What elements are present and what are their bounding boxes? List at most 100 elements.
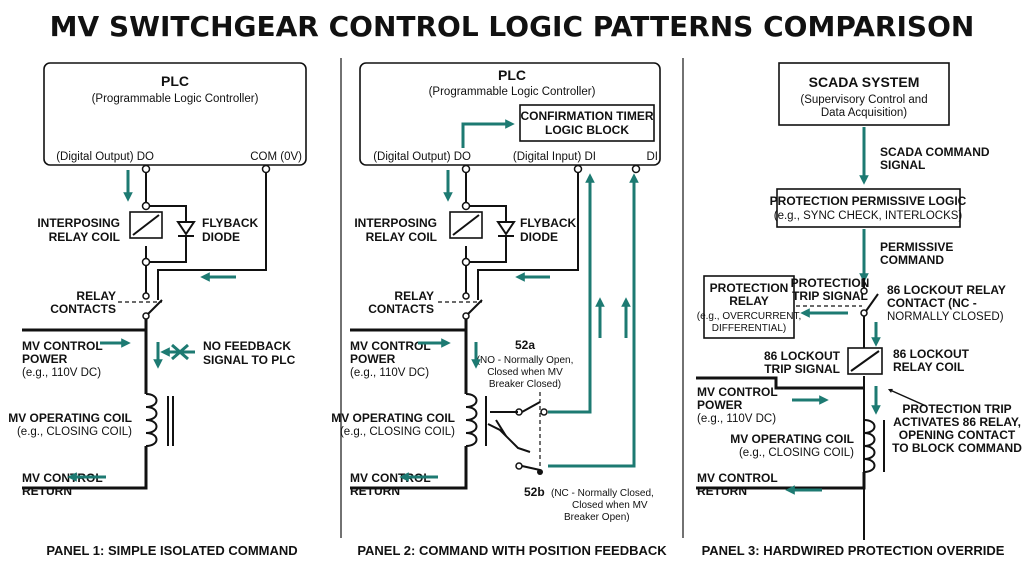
do-to-timer-arrow — [461, 119, 515, 148]
ctrl-power-note: (e.g., 110V DC) — [350, 367, 429, 379]
trip-note-4: TO BLOCK COMMAND — [892, 441, 1022, 455]
ctrl-power-label-1: MV CONTROL — [697, 385, 778, 399]
no-feedback-label-1: NO FEEDBACK — [203, 339, 291, 353]
ctrl-power-label-2: POWER — [697, 398, 743, 412]
ctrl-power-label-2: POWER — [22, 352, 68, 366]
operating-coil-symbol — [145, 393, 158, 447]
perm-cmd-label-2: COMMAND — [880, 253, 944, 267]
scada-cmd-label-1: SCADA COMMAND — [880, 145, 990, 159]
aux-linkage — [487, 423, 531, 453]
ctrl-power-label-2: POWER — [350, 352, 396, 366]
panel-1-caption: PANEL 1: SIMPLE ISOLATED COMMAND — [46, 543, 297, 558]
flyback-label-2: DIODE — [202, 230, 240, 244]
com-terminal — [261, 164, 271, 174]
timer-block — [519, 104, 655, 142]
relay-contacts-label-2: CONTACTS — [368, 302, 434, 316]
relay-contacts-label-1: RELAY — [76, 289, 116, 303]
lockout-trip-2: TRIP SIGNAL — [764, 362, 840, 376]
52a-blade — [521, 401, 541, 413]
ctrl-return-label-2: RETURN — [697, 484, 747, 498]
52a-note-2: Closed when MV — [487, 367, 563, 378]
flyback-label-1: FLYBACK — [520, 216, 577, 230]
flyback-label-1: FLYBACK — [202, 216, 259, 230]
52b-note-2: Closed when MV — [572, 500, 648, 511]
panel-3-caption: PANEL 3: HARDWIRED PROTECTION OVERRIDE — [702, 543, 1005, 558]
junction — [461, 257, 471, 267]
plc-title: PLC — [498, 67, 526, 83]
52b-blade — [521, 465, 541, 471]
52a-label: 52a — [515, 338, 535, 352]
lockout-contact-2: CONTACT (NC - — [887, 296, 977, 310]
scada-sub-1: (Supervisory Control and — [800, 94, 927, 106]
52a-terminal — [540, 408, 548, 416]
perm-cmd-label-1: PERMISSIVE — [880, 240, 953, 254]
86-coil-slash — [850, 350, 880, 372]
relay-coil-label-2: RELAY COIL — [49, 230, 120, 244]
scada-title: SCADA SYSTEM — [809, 74, 920, 90]
relay-contacts-label-1: RELAY — [394, 289, 434, 303]
op-coil-label: MV OPERATING COIL — [331, 411, 455, 425]
perm-logic-sub: (e.g., SYNC CHECK, INTERLOCKS) — [774, 210, 963, 222]
prot-relay-sub-2: DIFFERENTIAL) — [712, 323, 786, 334]
86-terminal — [860, 309, 868, 317]
ctrl-return-label-2: RETURN — [350, 484, 400, 498]
ctrl-power-note: (e.g., 110V DC) — [22, 367, 101, 379]
com-wire — [157, 165, 267, 300]
lockout-contact-1: 86 LOCKOUT RELAY — [887, 283, 1006, 297]
panel-2-caption: PANEL 2: COMMAND WITH POSITION FEEDBACK — [357, 543, 667, 558]
flyback-diode-symbol — [176, 221, 196, 236]
op-coil-label: MV OPERATING COIL — [8, 411, 132, 425]
plc-box — [43, 62, 307, 166]
operating-coil-symbol — [465, 393, 478, 447]
prot-relay-label-2: RELAY — [729, 294, 769, 308]
scada-sub-2: Data Acquisition) — [821, 107, 907, 119]
do-label: (Digital Output) DO — [56, 151, 154, 163]
52b-note-1: (NC - Normally Closed, — [551, 488, 654, 499]
relay-contact-blade — [465, 299, 483, 317]
trip-signal-label-1: PROTECTION — [791, 276, 870, 290]
relay-coil-slash — [132, 214, 160, 236]
trip-note-3: OPENING CONTACT — [899, 428, 1016, 442]
scada-cmd-label-2: SIGNAL — [880, 158, 925, 172]
no-feedback-label-2: SIGNAL TO PLC — [203, 353, 296, 367]
timer-label-2: LOGIC BLOCK — [545, 123, 629, 137]
52a-feedback-line — [548, 173, 595, 414]
junction — [141, 257, 151, 267]
ctrl-return-label-1: MV CONTROL — [22, 471, 103, 485]
86-terminal — [860, 287, 868, 295]
di-terminal — [573, 164, 583, 174]
operating-coil-symbol — [863, 419, 876, 473]
return-wire — [696, 472, 866, 490]
relay-coil-label-2: RELAY COIL — [366, 230, 437, 244]
plc-title: PLC — [161, 73, 189, 89]
lockout-trip-1: 86 LOCKOUT — [764, 349, 841, 363]
return-to-contacts-wire — [477, 165, 579, 300]
di-label-2: DI — [647, 151, 659, 163]
contact-terminal — [142, 292, 150, 300]
permissive-logic-box — [776, 188, 961, 228]
52a-note-1: (NO - Normally Open, — [477, 355, 574, 366]
op-coil-note: (e.g., CLOSING COIL) — [739, 447, 854, 459]
flyback-label-2: DIODE — [520, 230, 558, 244]
relay-contact-blade — [145, 299, 163, 317]
52b-terminal — [515, 462, 523, 470]
ctrl-return-label-1: MV CONTROL — [697, 471, 778, 485]
relay-coil-slash — [452, 214, 480, 236]
panel-2: PLC (Programmable Logic Controller) CONF… — [331, 62, 667, 558]
op-coil-note: (e.g., CLOSING COIL) — [340, 426, 455, 438]
aux-linkage — [495, 419, 507, 437]
ctrl-return-label-2: RETURN — [22, 484, 72, 498]
junction — [141, 201, 151, 211]
trip-note-pointer — [887, 388, 927, 407]
junction — [461, 201, 471, 211]
52a-note-3: Breaker Closed) — [489, 379, 561, 390]
ctrl-power-label-1: MV CONTROL — [22, 339, 103, 353]
ctrl-power-note: (e.g., 110V DC) — [697, 413, 776, 425]
contact-terminal — [142, 312, 150, 320]
return-wire — [350, 446, 468, 490]
plc-subtitle: (Programmable Logic Controller) — [429, 86, 596, 98]
flyback-diode-symbol — [496, 221, 516, 236]
return-wire — [22, 446, 148, 490]
relay-contacts-label-2: CONTACTS — [50, 302, 116, 316]
